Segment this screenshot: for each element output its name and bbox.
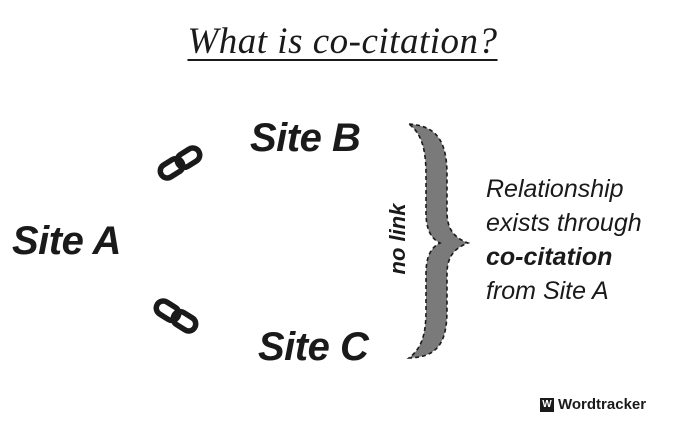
chain-link-icon xyxy=(153,298,199,334)
curly-brace xyxy=(406,123,471,359)
relationship-line-4: from Site A xyxy=(486,277,609,305)
node-site-c: Site C xyxy=(258,325,369,369)
title-text: What is co-citation? xyxy=(187,21,498,62)
wordtracker-logo-text: Wordtracker xyxy=(558,396,647,413)
relationship-line-2: exists through xyxy=(486,209,642,237)
relationship-line-1: Relationship xyxy=(486,175,624,203)
relationship-line-3: co-citation xyxy=(486,243,613,271)
relationship-text: Relationship exists through co-citation … xyxy=(486,172,642,308)
chain-link-icon xyxy=(157,145,203,181)
wordtracker-logo: W Wordtracker xyxy=(540,396,646,413)
diagram-title: What is co-citation? xyxy=(0,20,685,63)
node-site-a: Site A xyxy=(12,219,121,263)
no-link-label: no link xyxy=(385,203,410,275)
node-site-b: Site B xyxy=(250,116,361,160)
wordtracker-logo-icon: W xyxy=(540,397,554,412)
